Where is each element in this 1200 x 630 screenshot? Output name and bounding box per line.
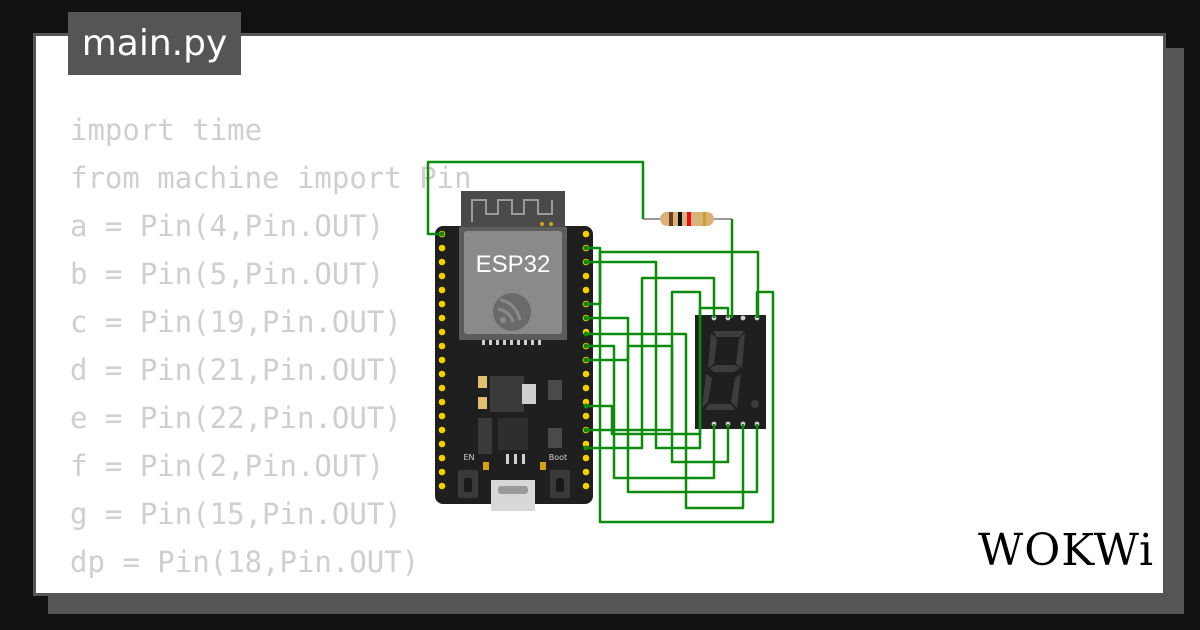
resistor[interactable] <box>643 212 732 226</box>
voltage-regulator <box>490 376 524 412</box>
usb-uart-chip <box>498 418 528 450</box>
en-button-label: EN <box>463 453 474 462</box>
code-line: g = Pin(15,Pin.OUT) <box>70 497 402 531</box>
module-pads <box>482 340 541 345</box>
code-line: import time <box>70 113 263 147</box>
code-line: e = Pin(22,Pin.OUT) <box>70 401 402 435</box>
en-button[interactable] <box>458 470 478 498</box>
espressif-logo-icon <box>493 293 531 331</box>
wires <box>426 160 775 524</box>
module-shield <box>464 231 562 334</box>
wire-joints <box>439 231 589 451</box>
code-line: f = Pin(2,Pin.OUT) <box>70 449 385 483</box>
usb-port-icon <box>491 480 535 511</box>
wifi-antenna-icon <box>471 199 553 222</box>
seven-segment-display[interactable] <box>695 315 766 429</box>
boot-button-label: Boot <box>549 453 567 462</box>
code-line: dp = Pin(18,Pin.OUT) <box>70 545 420 579</box>
boot-button[interactable] <box>550 470 570 498</box>
esp32-board[interactable]: ESP32 EN Boot <box>435 191 593 511</box>
code-line: c = Pin(19,Pin.OUT) <box>70 305 402 339</box>
board-label: ESP32 <box>476 251 551 278</box>
code-line: a = Pin(4,Pin.OUT) <box>70 209 385 243</box>
wokwi-logo: WOKWi <box>978 525 1155 576</box>
code-line: b = Pin(5,Pin.OUT) <box>70 257 385 291</box>
file-tab-main[interactable]: main.py <box>68 12 241 75</box>
header-pins-left <box>438 230 446 490</box>
digit-segments <box>702 331 759 410</box>
code-line: d = Pin(21,Pin.OUT) <box>70 353 402 387</box>
